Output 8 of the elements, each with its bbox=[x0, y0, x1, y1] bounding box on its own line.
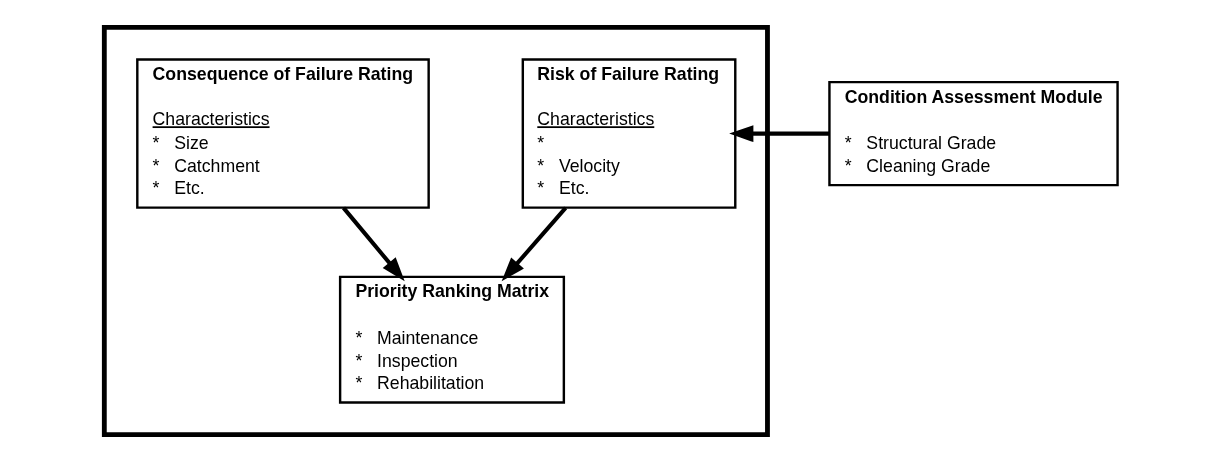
arrow bbox=[341, 206, 405, 282]
node-box: Consequence of Failure Rating Characteristics * Size * Catchment * Etc. bbox=[136, 58, 430, 209]
arrow bbox=[501, 206, 568, 282]
cluster bbox=[101, 24, 770, 438]
node-box: Risk of Failure Rating Characteristics * * Velocity * Etc. bbox=[521, 58, 737, 209]
arrow bbox=[729, 125, 830, 143]
node-box: Condition Assessment Module * Structural Grade * Cleaning Grade bbox=[828, 80, 1119, 187]
node-box: Priority Ranking Matrix * Maintenance * Inspection * Rehabilitation bbox=[338, 275, 566, 404]
